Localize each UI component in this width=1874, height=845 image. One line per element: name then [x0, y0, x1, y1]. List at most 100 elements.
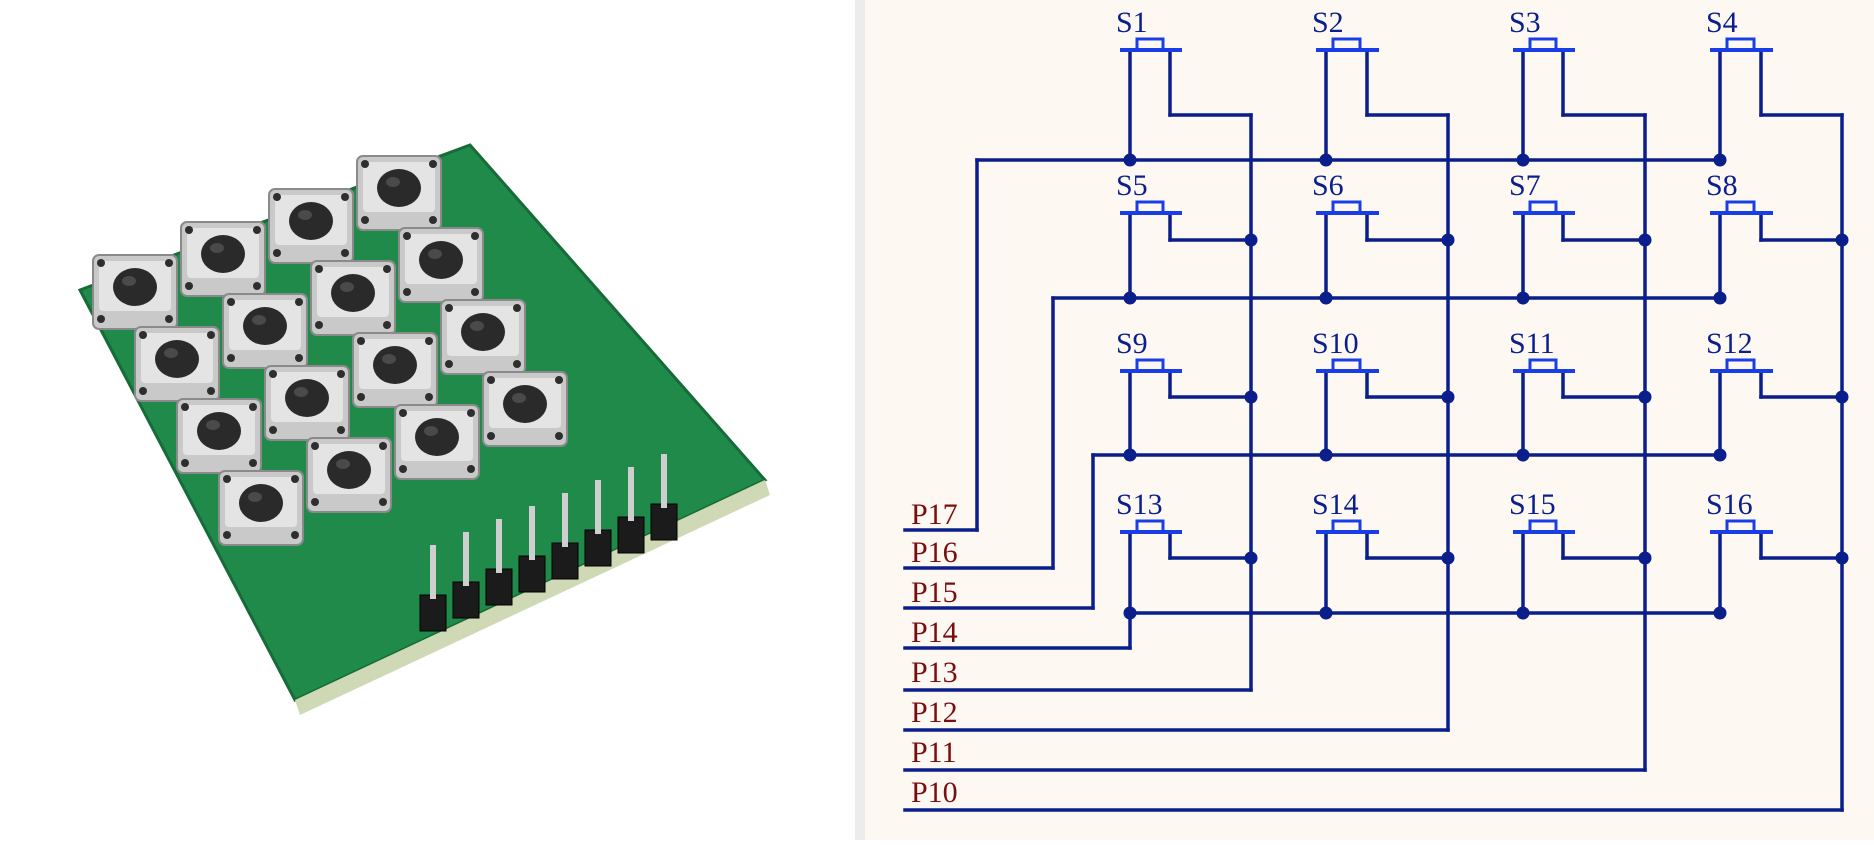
button-cap: [285, 379, 329, 417]
button-pin: [181, 403, 189, 411]
switch-actuator: [1725, 200, 1756, 215]
switch-actuator: [1135, 200, 1165, 215]
junction-dot: [1244, 233, 1258, 247]
junction-dot: [1441, 390, 1455, 404]
button-pin: [357, 337, 365, 345]
button-pin: [165, 315, 173, 323]
button-pin: [513, 360, 521, 368]
tactile-button: [352, 332, 438, 408]
junction-dot: [1123, 153, 1137, 167]
header-pin: [661, 454, 667, 508]
button-pin: [249, 459, 257, 467]
button-pin: [273, 193, 281, 201]
tactile-button: [398, 227, 484, 303]
junction-dot: [1123, 291, 1137, 305]
header-socket: [551, 542, 579, 580]
button-pin: [399, 465, 407, 473]
switch-label: S14: [1312, 488, 1359, 521]
junction-dot: [1638, 233, 1652, 247]
button-cap: [503, 385, 547, 423]
button-pin: [295, 298, 303, 306]
switch-label: S8: [1706, 169, 1738, 202]
button-pin: [295, 354, 303, 362]
switch-actuator: [1331, 37, 1362, 52]
switch-actuator: [1528, 200, 1558, 215]
button-pin: [403, 232, 411, 240]
header-pin: [496, 519, 502, 573]
junction-dot: [1516, 448, 1530, 462]
button-cap-highlight: [164, 348, 178, 358]
button-pin: [223, 531, 231, 539]
header-socket: [452, 581, 480, 619]
button-pin: [253, 226, 261, 234]
keypad-photo-panel: [0, 0, 855, 840]
button-cap: [197, 412, 241, 450]
switch-actuator: [1135, 358, 1165, 373]
port-label: P16: [911, 536, 958, 569]
switch-label: S3: [1509, 6, 1541, 39]
switch-actuator: [1528, 519, 1558, 534]
header-pin: [562, 493, 568, 547]
switch-label: S4: [1706, 6, 1738, 39]
button-pin: [555, 432, 563, 440]
button-pin: [223, 475, 231, 483]
tactile-button: [394, 404, 480, 480]
button-pin: [253, 282, 261, 290]
keypad-module-photo: [77, 143, 770, 715]
button-cap-highlight: [298, 210, 312, 220]
port-label: P10: [911, 776, 958, 809]
button-pin: [399, 409, 407, 417]
button-pin: [383, 321, 391, 329]
pin-header: [419, 454, 678, 632]
tactile-button: [310, 260, 396, 336]
switch-actuator: [1135, 519, 1165, 534]
tactile-button: [264, 365, 350, 441]
port-label: P17: [911, 498, 958, 531]
button-cap: [419, 241, 463, 279]
button-pin: [165, 259, 173, 267]
button-cap: [331, 274, 375, 312]
button-pin: [383, 265, 391, 273]
button-pin: [487, 432, 495, 440]
button-pin: [357, 393, 365, 401]
junction-dot: [1713, 606, 1727, 620]
header-socket: [518, 555, 546, 593]
header-socket: [584, 529, 612, 567]
tactile-button: [92, 254, 178, 330]
switch-label: S7: [1509, 169, 1541, 202]
button-pin: [139, 331, 147, 339]
button-cap: [239, 484, 283, 522]
junction-dot: [1638, 551, 1652, 565]
junction-dot: [1835, 551, 1849, 565]
button-cap-highlight: [512, 393, 526, 403]
button-pin: [445, 360, 453, 368]
junction-dots-group: [1123, 153, 1849, 620]
button-pin: [341, 249, 349, 257]
junction-dot: [1516, 291, 1530, 305]
switch-actuator: [1331, 200, 1362, 215]
button-pin: [361, 216, 369, 224]
button-pin: [379, 442, 387, 450]
button-pin: [249, 403, 257, 411]
button-pin: [429, 160, 437, 168]
button-cap-highlight: [252, 315, 266, 325]
button-pin: [379, 498, 387, 506]
tactile-button: [306, 437, 392, 513]
button-cap-highlight: [248, 492, 262, 502]
button-pin: [291, 531, 299, 539]
button-pin: [291, 475, 299, 483]
port-label: P14: [911, 616, 958, 649]
tactile-button: [440, 299, 526, 375]
switch-label: S11: [1509, 327, 1555, 360]
switch-actuator: [1725, 37, 1756, 52]
junction-dot: [1244, 390, 1258, 404]
button-cap-highlight: [206, 420, 220, 430]
button-cap: [377, 169, 421, 207]
button-pin: [311, 442, 319, 450]
switch-label: S10: [1312, 327, 1359, 360]
button-pin: [467, 465, 475, 473]
button-pin: [273, 249, 281, 257]
